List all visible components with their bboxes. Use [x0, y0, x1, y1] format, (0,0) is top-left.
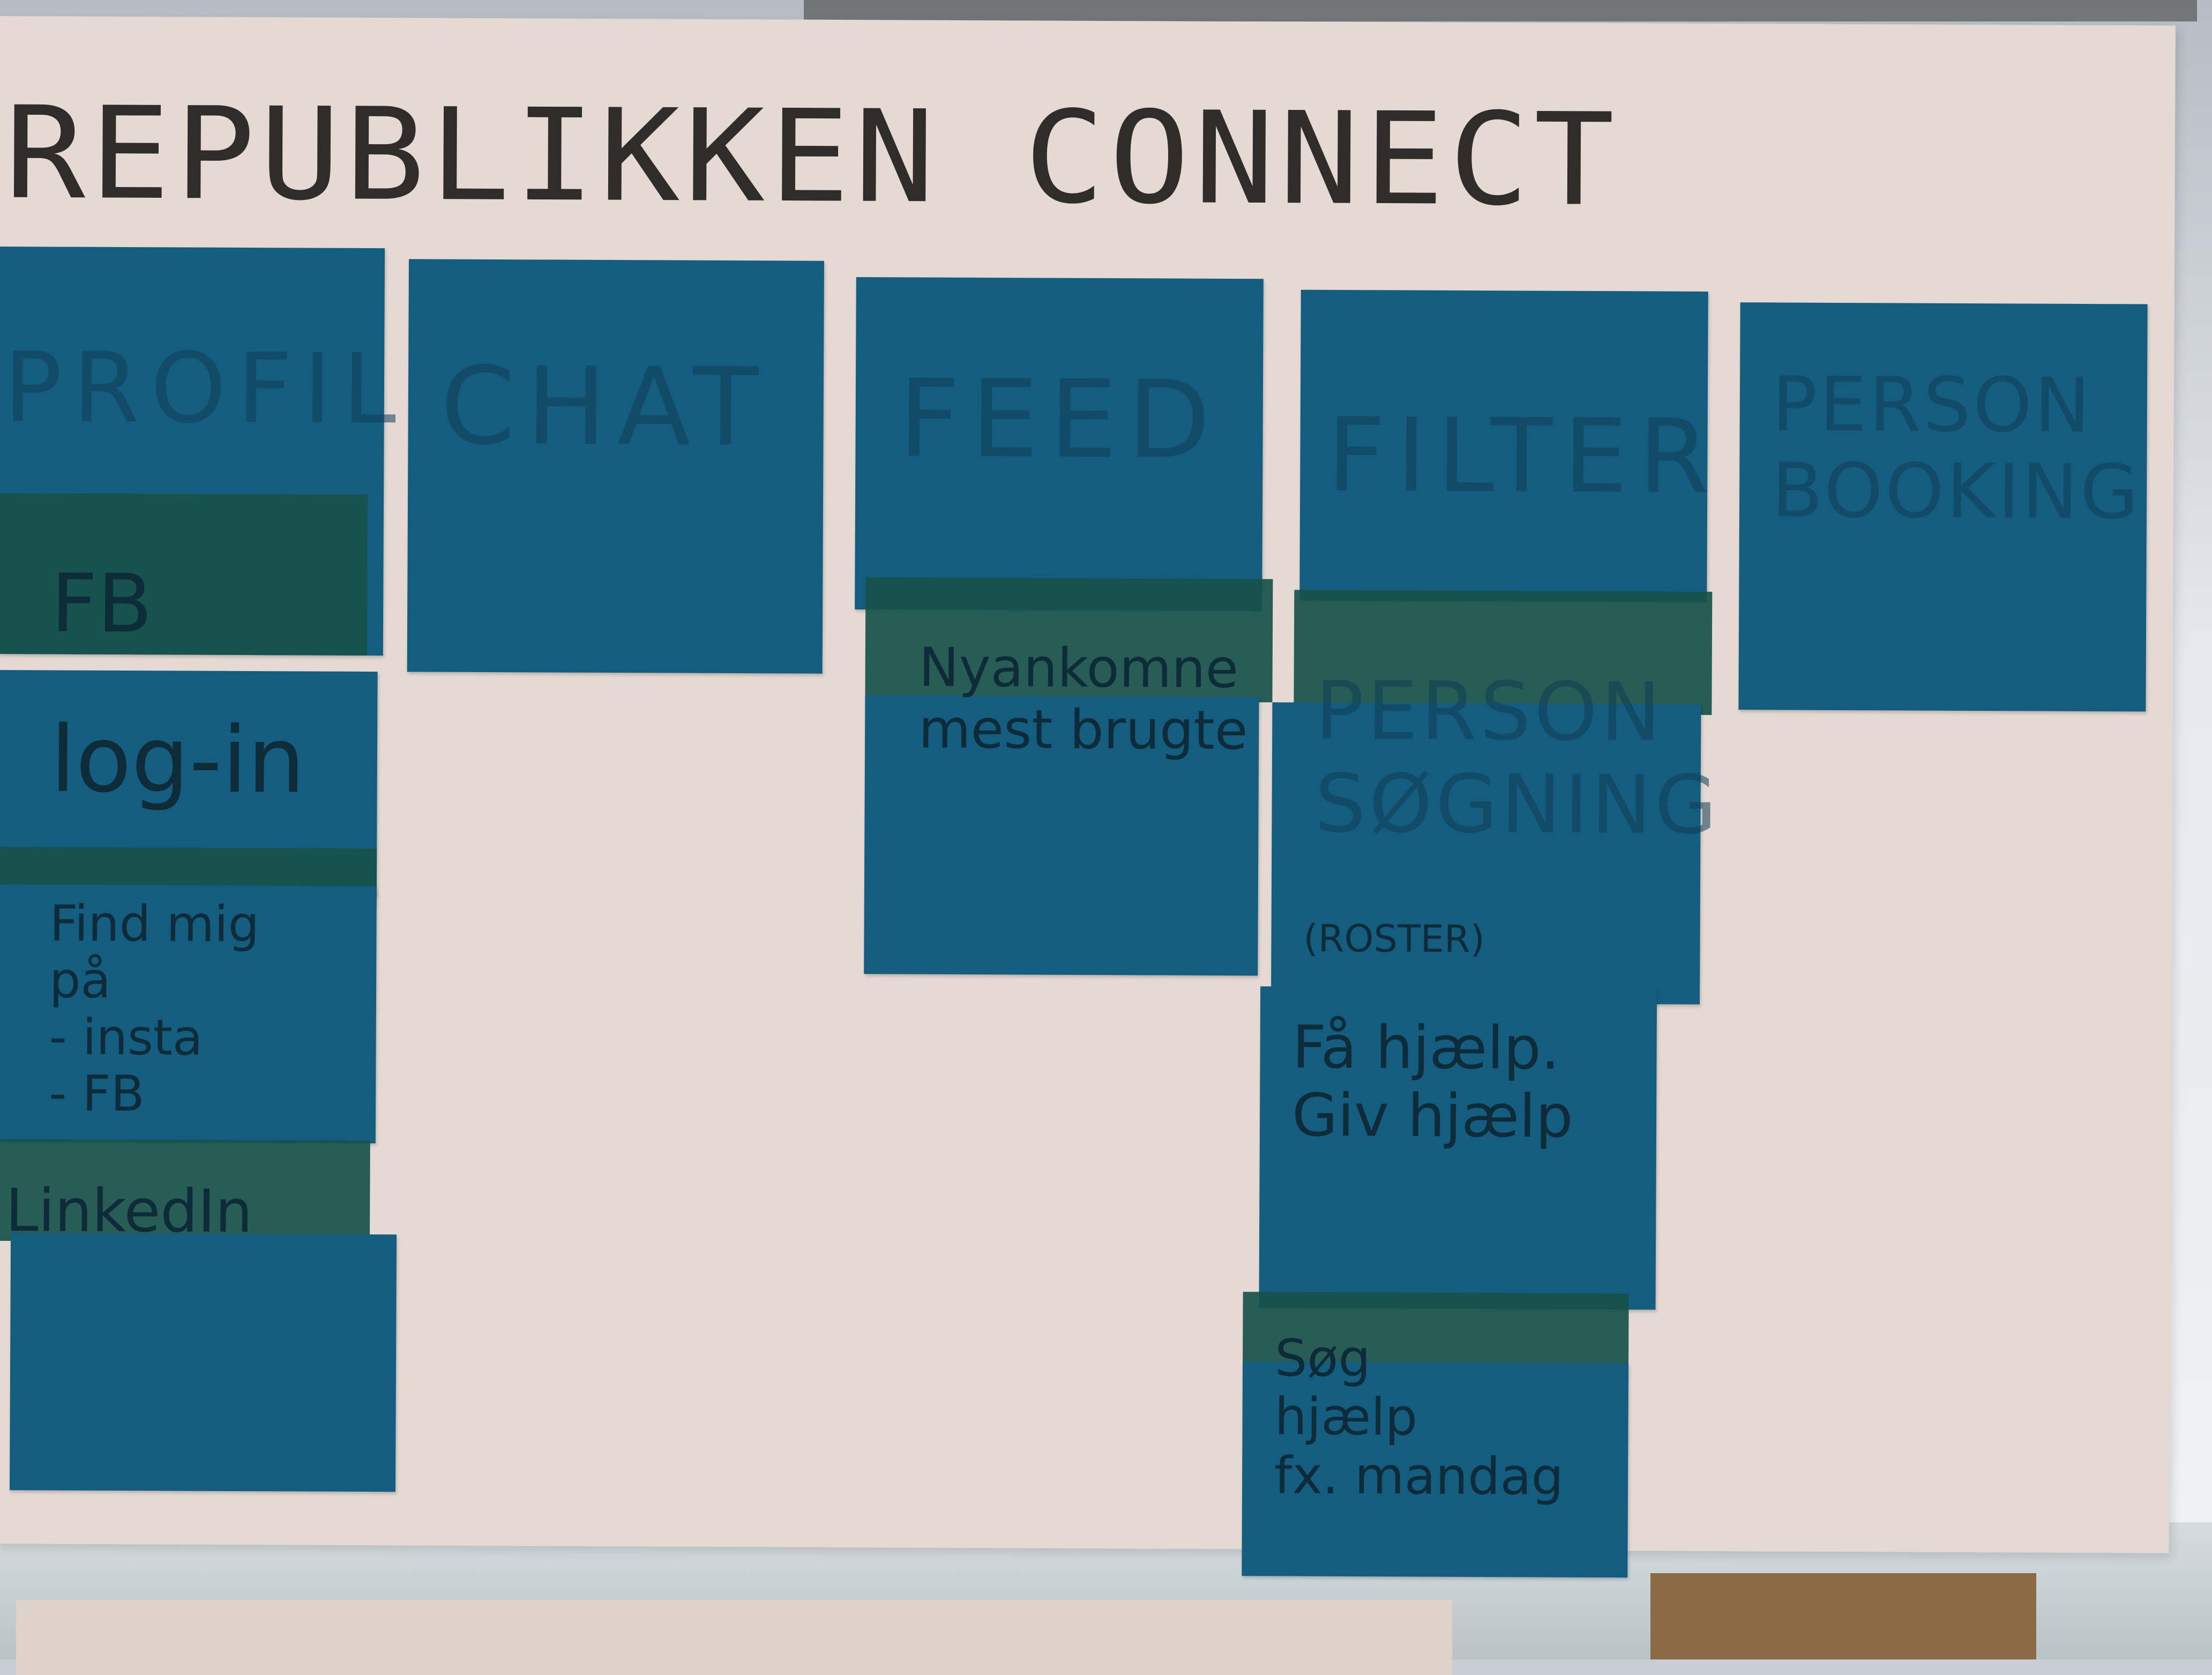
- note-chat-header[interactable]: CHAT: [407, 259, 825, 674]
- note-header-label: FEED: [898, 356, 1222, 483]
- note-text-roster: (ROSTER): [1303, 916, 1485, 962]
- note-find-mig[interactable]: Find mig på - insta - FB: [0, 884, 377, 1144]
- note-text-person-sogning: PERSON SØGNING: [1314, 664, 1721, 852]
- note-filter-header[interactable]: FILTER: [1299, 289, 1720, 602]
- cardboard-box: [1650, 1573, 2036, 1659]
- note-nyankomne[interactable]: Nyankomne mest brugte: [864, 636, 1259, 976]
- note-text-fb: FB: [50, 557, 153, 651]
- note-sog-hjaelp[interactable]: Søg hjælp fx. mandag: [1242, 1329, 1629, 1578]
- note-person-sogning[interactable]: PERSON SØGNING (ROSTER): [1271, 665, 1720, 1004]
- note-text-find-mig: Find mig på - insta - FB: [48, 895, 260, 1123]
- note-header-label: PROFIL: [3, 332, 407, 446]
- note-header-label: FILTER: [1326, 396, 1721, 517]
- note-text-login: log-in: [50, 706, 305, 814]
- tree-branches-decoration: [804, 0, 2197, 21]
- note-text-sog-hjaelp: Søg hjælp fx. mandag: [1274, 1329, 1564, 1507]
- note-faa-hjaelp[interactable]: Få hjælp. Giv hjælp: [1259, 986, 1657, 1310]
- note-text-nyankomne: Nyankomne mest brugte: [918, 636, 1248, 762]
- board-title: REPUBLIKKEN CONNECT: [4, 79, 1619, 234]
- note-header-label: PERSON BOOKING: [1771, 361, 2141, 537]
- lower-paper-sheet: [16, 1600, 1452, 1675]
- note-person-booking[interactable]: PERSON BOOKING: [1738, 302, 2148, 712]
- paper-board: REPUBLIKKEN CONNECT PROFIL FB log-in Fin…: [0, 16, 2176, 1578]
- note-blank[interactable]: [10, 1233, 397, 1492]
- note-header-label: CHAT: [440, 344, 769, 471]
- note-feed-header[interactable]: FEED: [855, 277, 1264, 612]
- note-text-faa-hjaelp: Få hjælp. Giv hjælp: [1291, 1013, 1573, 1151]
